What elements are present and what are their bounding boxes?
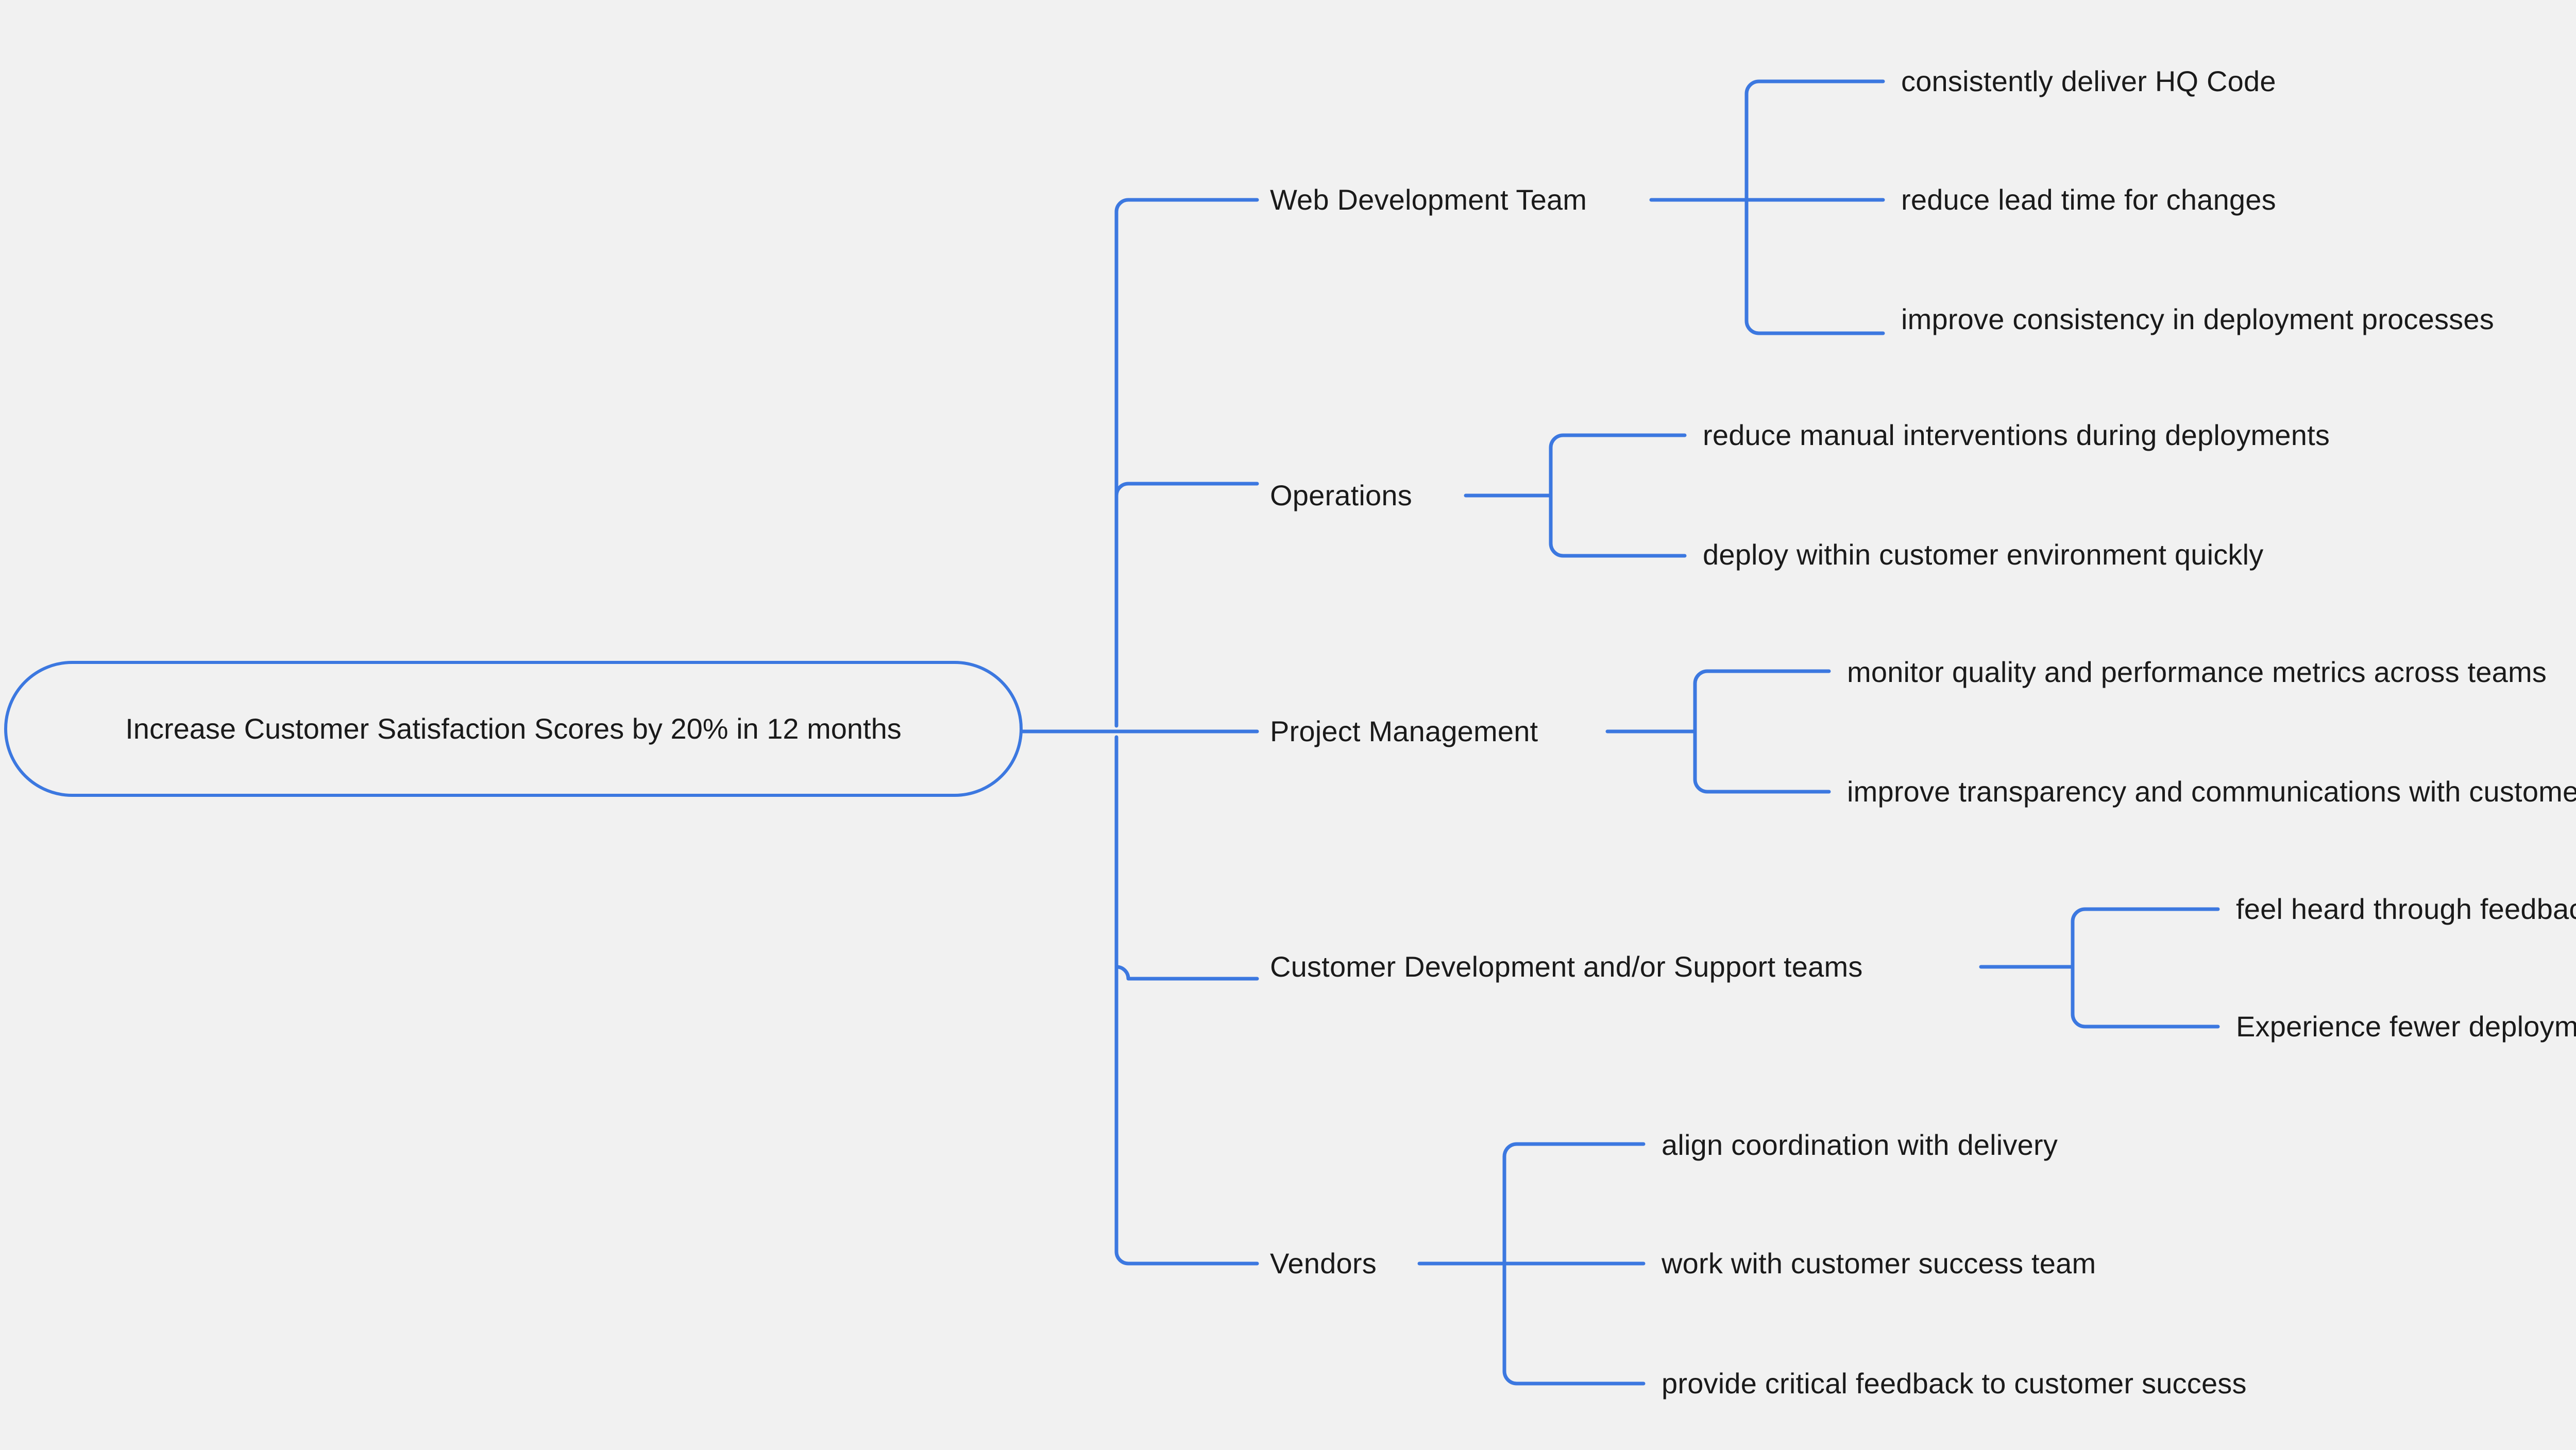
branch-label-operations[interactable]: Operations — [1270, 479, 1412, 511]
connector-webdev-leaf-3 — [1744, 198, 1885, 335]
connector-operations-leaf-2 — [1549, 493, 1687, 558]
leaf-label-feel-heard-through-feedback-loops[interactable]: feel heard through feedback loops — [2236, 893, 2576, 925]
connector-operations-leaf-1 — [1549, 433, 1687, 498]
connector-vendors-leaf-1 — [1502, 1142, 1646, 1266]
leaf-label-consistently-deliver-hq-code[interactable]: consistently deliver HQ Code — [1901, 65, 2276, 97]
leaf-label-reduce-lead-time-for-changes[interactable]: reduce lead time for changes — [1901, 183, 2276, 216]
root-node[interactable]: Increase Customer Satisfaction Scores by… — [4, 661, 1023, 797]
connector-projectmgmt-leaf-2 — [1693, 729, 1831, 794]
leaf-label-align-coordination-with-delivery[interactable]: align coordination with delivery — [1662, 1129, 2058, 1161]
branch-label-web-development-team[interactable]: Web Development Team — [1270, 183, 1587, 216]
connector-trunk-to-operations — [1114, 482, 1259, 498]
leaf-label-provide-critical-feedback-to-customer-success[interactable]: provide critical feedback to customer su… — [1662, 1367, 2247, 1400]
connector-trunk-spine-top — [1114, 198, 1259, 728]
leaf-label-work-with-customer-success-team[interactable]: work with customer success team — [1662, 1247, 2096, 1280]
leaf-label-monitor-quality-and-performance-metrics-across-teams[interactable]: monitor quality and performance metrics … — [1847, 656, 2547, 688]
leaf-label-reduce-manual-interventions-during-deployments[interactable]: reduce manual interventions during deplo… — [1703, 419, 2330, 451]
connector-projectmgmt-leaf-1 — [1693, 669, 1831, 733]
connector-customerdev-leaf-1 — [2071, 907, 2220, 969]
leaf-label-experience-fewer-deployment-related-issues[interactable]: Experience fewer deployment-related issu… — [2236, 1010, 2576, 1043]
root-node-label: Increase Customer Satisfaction Scores by… — [125, 712, 902, 745]
connector-trunk-spine-bottom — [1114, 735, 1259, 1266]
branch-label-project-management[interactable]: Project Management — [1270, 715, 1538, 747]
connector-customerdev-leaf-2 — [2071, 965, 2220, 1029]
connector-webdev-leaf-1 — [1744, 79, 1885, 202]
leaf-label-improve-transparency-and-communications-with-customers[interactable]: improve transparency and communications … — [1847, 775, 2576, 808]
leaf-label-improve-consistency-in-deployment-processes[interactable]: improve consistency in deployment proces… — [1901, 303, 2494, 335]
connector-trunk-to-customer-development — [1114, 965, 1259, 981]
branch-label-vendors[interactable]: Vendors — [1270, 1247, 1377, 1280]
leaf-label-deploy-within-customer-environment-quickly[interactable]: deploy within customer environment quick… — [1703, 538, 2264, 571]
connector-vendors-leaf-3 — [1502, 1261, 1646, 1386]
branch-label-customer-development[interactable]: Customer Development and/or Support team… — [1270, 950, 1863, 983]
